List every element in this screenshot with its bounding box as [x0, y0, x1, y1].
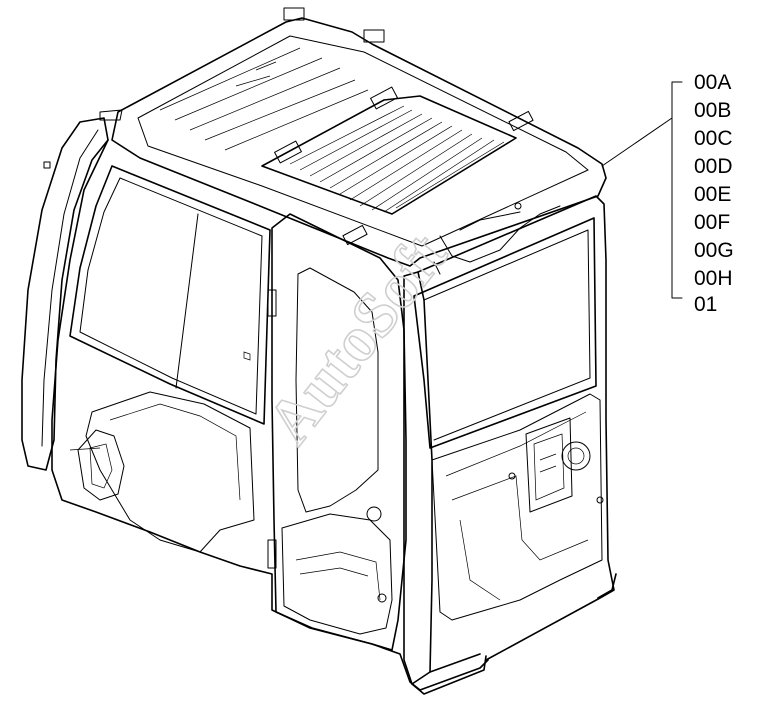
- front-pillar-outer: [21, 117, 109, 471]
- rear-cutout: [525, 417, 573, 513]
- rear-corner-post: [403, 271, 433, 685]
- cab-door: [271, 213, 407, 651]
- callout-code: 00E: [694, 183, 731, 206]
- door-lower-panel: [281, 513, 393, 635]
- rear-side-window: [413, 217, 597, 449]
- roof-outline: [111, 17, 607, 267]
- roof-rim: [137, 35, 589, 247]
- upper-hinge: [267, 289, 277, 317]
- callout-group: 00A 00B 00C 00D 00E 00F 00G 00H 01: [601, 71, 734, 316]
- callout-code: 01: [694, 293, 717, 316]
- door-lock: [377, 593, 387, 603]
- side-window-inner: [79, 177, 263, 415]
- door-handle: [366, 506, 382, 522]
- callout-code: 00G: [694, 239, 734, 262]
- callout-code: 00B: [694, 99, 731, 122]
- callout-code: 00H: [694, 267, 733, 290]
- callout-code: 00C: [694, 127, 733, 150]
- lift-eye-right: [363, 29, 385, 43]
- door-window: [295, 267, 379, 513]
- lift-eye-top: [283, 7, 305, 21]
- callout-bracket: [671, 81, 683, 299]
- lower-hinge: [267, 539, 277, 569]
- rear-side-frame: [417, 195, 615, 661]
- base-rail: [411, 573, 617, 695]
- window-divider: [175, 213, 199, 389]
- left-side-body: [51, 139, 489, 691]
- rear-lower-panel: [431, 393, 603, 621]
- callout-code: 00A: [694, 71, 731, 94]
- left-vent: [77, 429, 125, 501]
- operator-cab-illustration: [21, 7, 617, 695]
- latch-3: [508, 110, 534, 132]
- rear-vent: [561, 441, 591, 471]
- left-interior-panel: [85, 391, 255, 553]
- callout-code: 00F: [694, 211, 730, 234]
- front-pillar-inner: [41, 129, 99, 447]
- latch-2: [370, 86, 398, 110]
- callout-code: 00D: [694, 155, 733, 178]
- sunroof-frame: [261, 95, 517, 215]
- roof-seams: [159, 47, 369, 151]
- leader-line: [601, 117, 673, 167]
- side-window: [69, 165, 271, 425]
- sunroof-glass-hatching: [289, 105, 505, 213]
- roof-wiring: [433, 205, 561, 275]
- latch-1: [274, 140, 302, 164]
